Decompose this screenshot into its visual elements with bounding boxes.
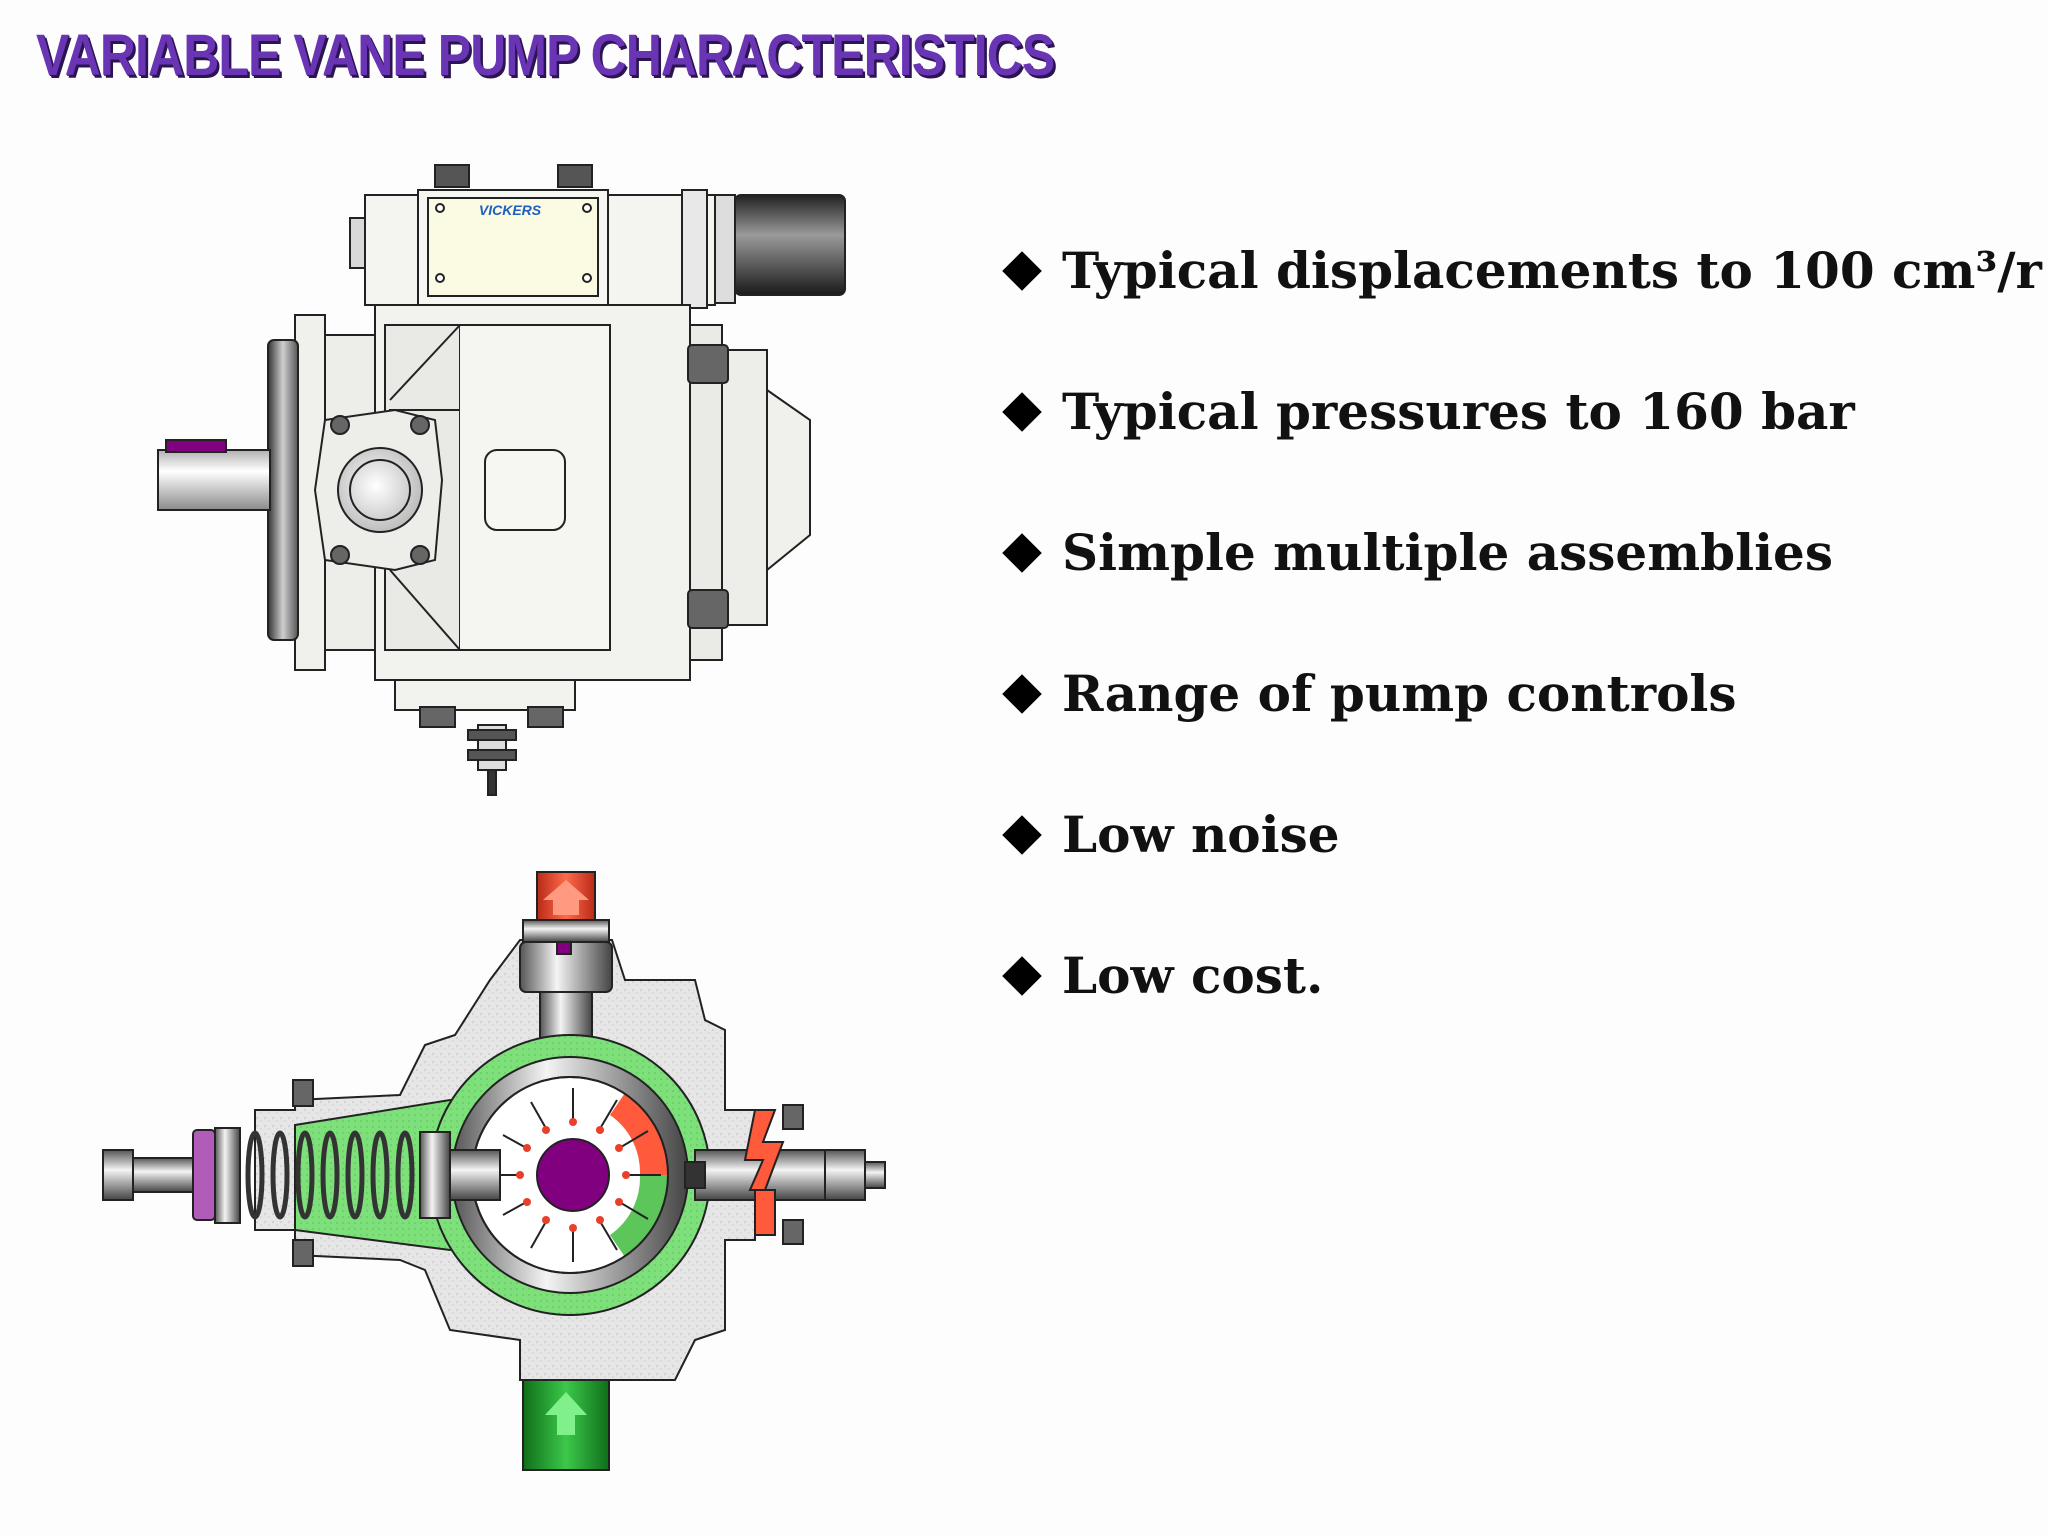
- list-item: Low noise: [1000, 764, 2042, 905]
- list-item: Typical pressures to 160 bar: [1000, 341, 2042, 482]
- diamond-bullet-icon: [1002, 391, 1042, 432]
- bullet-text: Simple multiple assemblies: [1062, 523, 1834, 582]
- slide-title: VARIABLE VANE PUMP CHARACTERISTICS: [36, 23, 1055, 88]
- bullet-text: Range of pump controls: [1062, 664, 1737, 723]
- pump-exterior-illustration: VICKERS: [157, 164, 846, 796]
- shaft-key: [165, 439, 227, 453]
- solenoid-coil: [734, 194, 846, 296]
- list-item: Range of pump controls: [1000, 623, 2042, 764]
- diamond-bullet-icon: [1002, 955, 1042, 996]
- drive-shaft: [157, 449, 271, 511]
- rotor-hub: [536, 1138, 610, 1212]
- bullet-text: Typical displacements to 100 cm³/r: [1062, 241, 2042, 300]
- diamond-bullet-icon: [1002, 814, 1042, 855]
- bullet-text: Low noise: [1062, 805, 1340, 864]
- characteristics-list: Typical displacements to 100 cm³/r Typic…: [1000, 200, 2042, 1046]
- list-item: Simple multiple assemblies: [1000, 482, 2042, 623]
- bullet-text: Low cost.: [1062, 946, 1324, 1005]
- bullet-text: Typical pressures to 160 bar: [1062, 382, 1855, 441]
- pump-section-illustration: [102, 871, 886, 1471]
- nameplate-logo: VICKERS: [479, 202, 542, 218]
- diamond-bullet-icon: [1002, 250, 1042, 291]
- diamond-bullet-icon: [1002, 673, 1042, 714]
- list-item: Typical displacements to 100 cm³/r: [1000, 200, 2042, 341]
- nameplate: [427, 197, 599, 297]
- diamond-bullet-icon: [1002, 532, 1042, 573]
- list-item: Low cost.: [1000, 905, 2042, 1046]
